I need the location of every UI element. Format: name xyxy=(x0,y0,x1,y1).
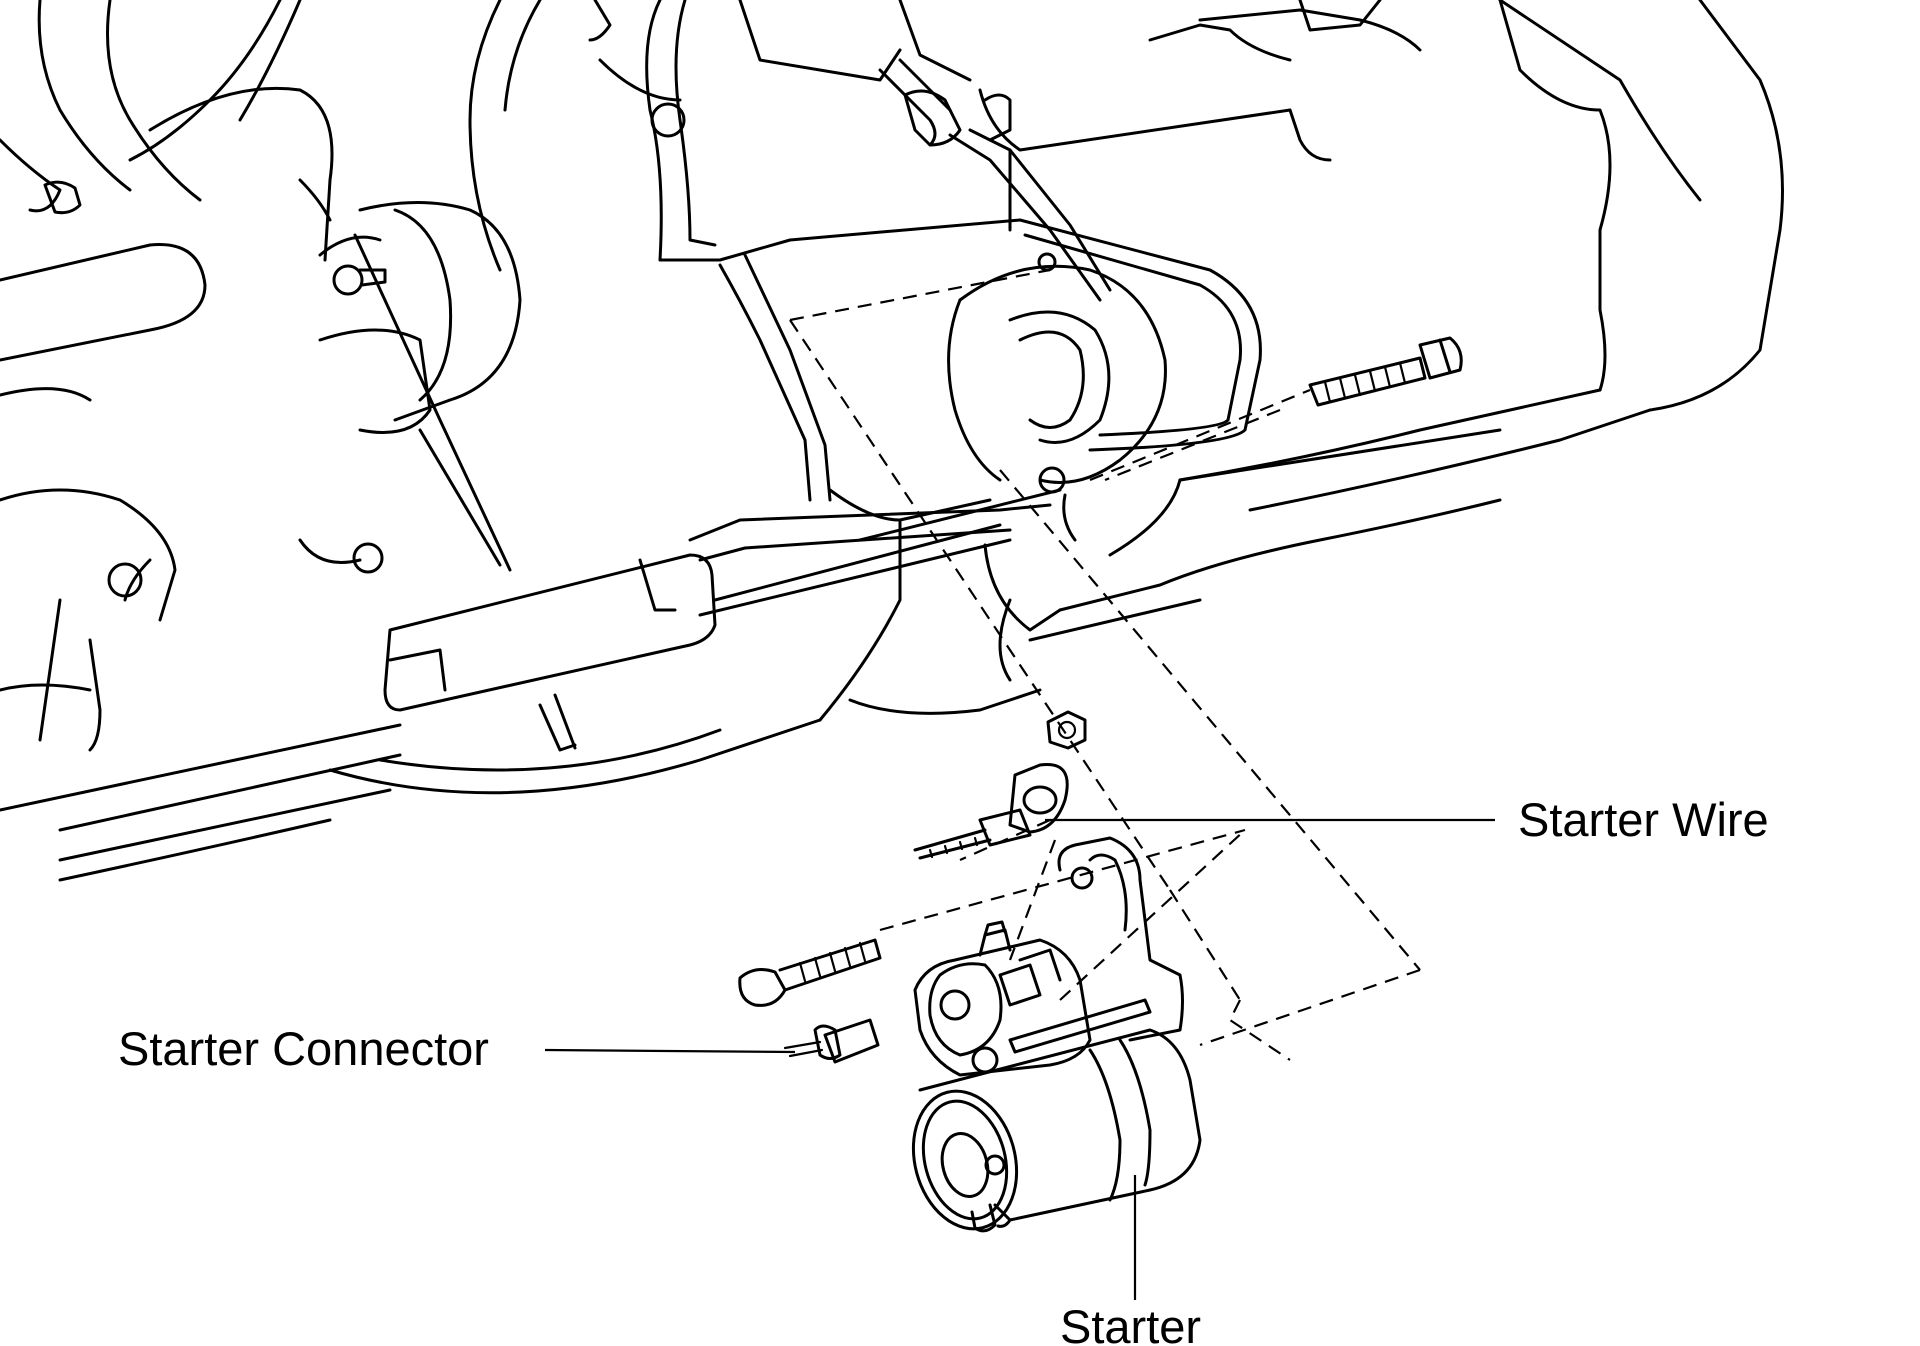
mounting-bolt-upper xyxy=(1308,336,1463,407)
starter-wire-nut xyxy=(1046,710,1087,750)
starter-connector-part xyxy=(783,1018,880,1064)
starter-wire-terminal xyxy=(913,762,1069,860)
starter-motor xyxy=(911,836,1202,1233)
label-starter-wire: Starter Wire xyxy=(1518,793,1769,846)
assembly-guide-lines xyxy=(789,268,1421,1061)
label-starter-connector: Starter Connector xyxy=(118,1022,489,1075)
mounting-bolt-lower xyxy=(738,938,882,1007)
starter-connector-leader xyxy=(544,1048,796,1054)
engine-background-illustration xyxy=(0,0,1784,882)
label-starter: Starter xyxy=(1060,1300,1201,1346)
